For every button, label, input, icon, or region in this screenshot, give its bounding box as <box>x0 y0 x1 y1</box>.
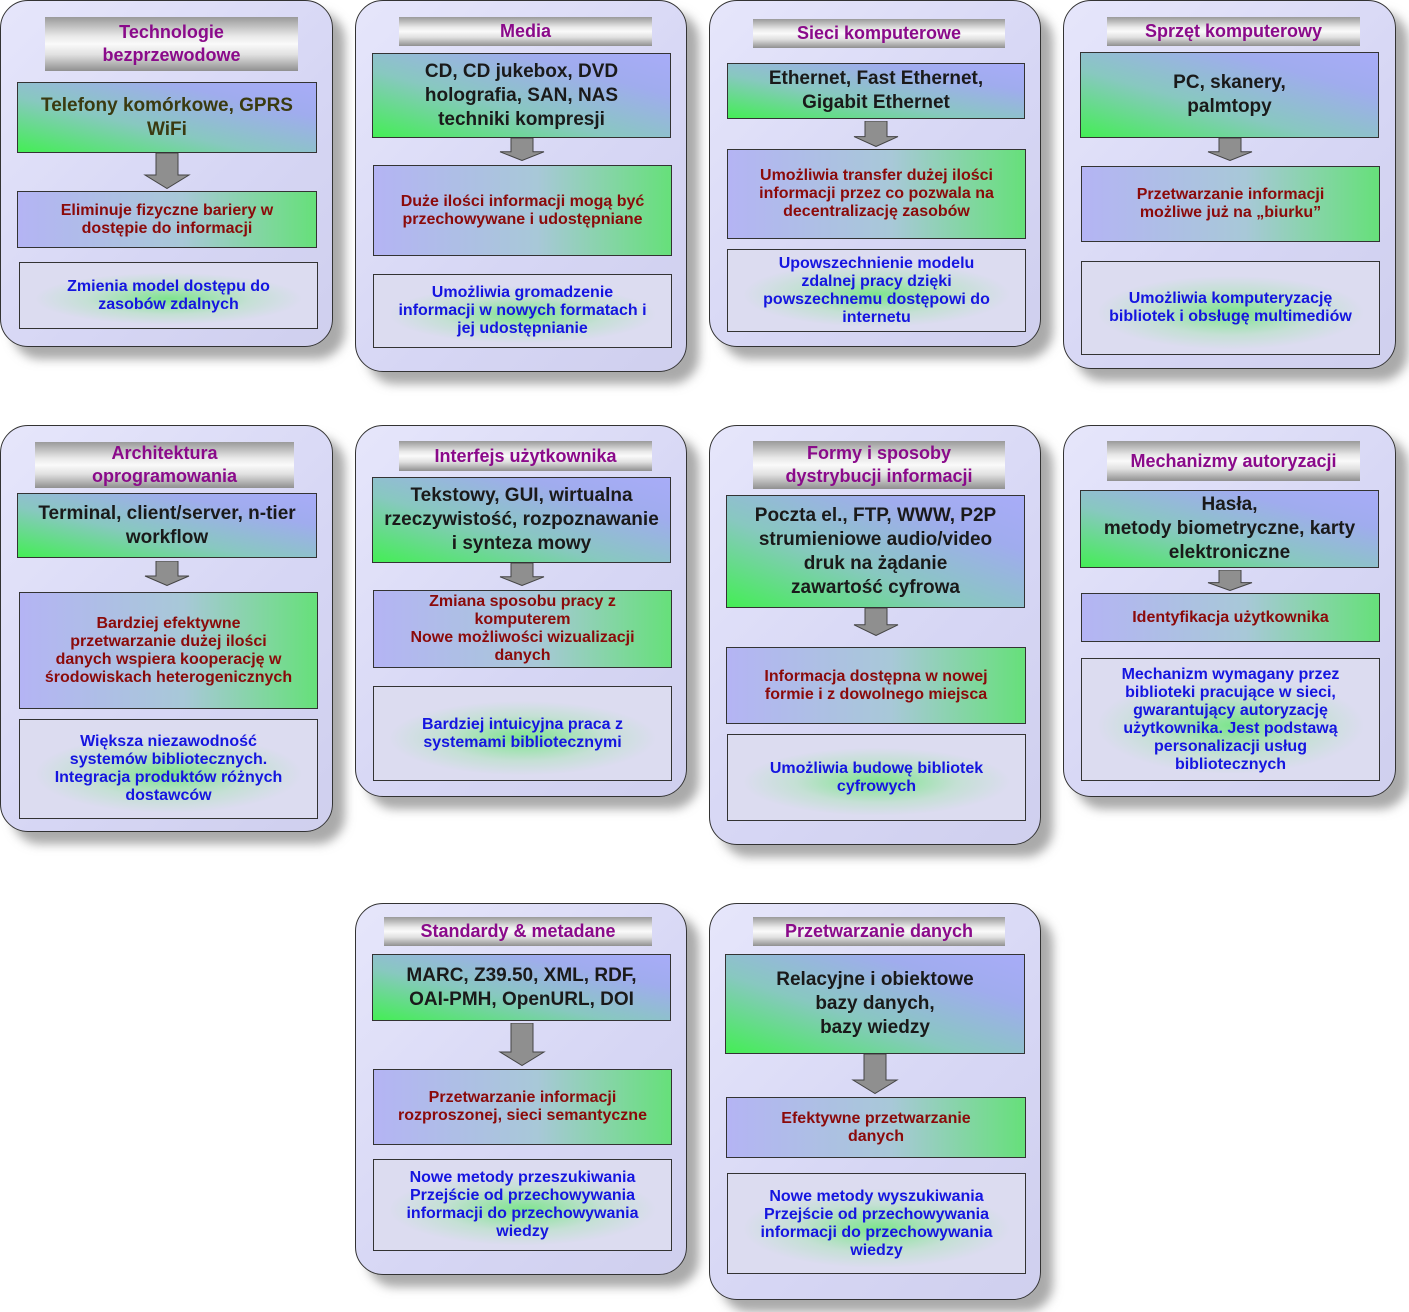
effect-box: Efektywne przetwarzanie danych <box>726 1097 1026 1158</box>
technology-box: Tekstowy, GUI, wirtualna rzeczywistość, … <box>372 477 671 563</box>
card-title: Formy i sposoby dystrybucji informacji <box>753 441 1005 489</box>
effect-box: Umożliwia transfer dużej ilości informac… <box>727 149 1026 239</box>
impact-box: Umożliwia komputeryzację bibliotek i obs… <box>1081 261 1380 355</box>
technology-box: Hasła, metody biometryczne, karty elektr… <box>1080 490 1379 568</box>
card-title: Architektura oprogramowania <box>35 442 294 488</box>
impact-box: Upowszechnienie modelu zdalnej pracy dzi… <box>727 249 1026 332</box>
card-title: Sieci komputerowe <box>753 19 1005 48</box>
card-title: Przetwarzanie danych <box>753 917 1005 946</box>
effect-box: Zmiana sposobu pracy z komputerem Nowe m… <box>373 590 672 668</box>
down-arrow-icon <box>497 1023 546 1066</box>
card-title: Standardy & metadane <box>384 917 652 946</box>
technology-box: Relacyjne i obiektowe bazy danych, bazy … <box>725 954 1025 1054</box>
down-arrow-icon <box>851 1054 899 1094</box>
impact-box: Większa niezawodność systemów bibliotecz… <box>19 719 318 819</box>
effect-box: Informacja dostępna w nowej formie i z d… <box>726 647 1026 724</box>
down-arrow-icon <box>143 153 191 189</box>
effect-box: Przetwarzanie informacji możliwe już na … <box>1081 166 1380 242</box>
impact-box: Mechanizm wymagany przez biblioteki prac… <box>1081 658 1380 781</box>
effect-box: Bardziej efektywne przetwarzanie dużej i… <box>19 592 318 709</box>
impact-box: Umożliwia budowę bibliotek cyfrowych <box>727 734 1026 821</box>
card-title: Mechanizmy autoryzacji <box>1107 441 1360 481</box>
card-title: Technologie bezprzewodowe <box>45 17 298 71</box>
impact-box: Zmienia model dostępu do zasobów zdalnyc… <box>19 262 318 329</box>
down-arrow-icon <box>499 563 544 586</box>
card-title: Sprzęt komputerowy <box>1107 17 1360 46</box>
effect-box: Eliminuje fizyczne bariery w dostępie do… <box>17 191 317 248</box>
effect-box: Przetwarzanie informacji rozproszonej, s… <box>373 1069 672 1145</box>
technology-box: Terminal, client/server, n-tier workflow <box>17 493 317 558</box>
down-arrow-icon <box>853 121 899 147</box>
technology-box: PC, skanery, palmtopy <box>1080 52 1379 138</box>
effect-box: Identyfikacja użytkownika <box>1081 593 1380 642</box>
impact-box: Bardziej intuicyjna praca z systemami bi… <box>373 686 672 781</box>
card-title: Media <box>399 17 652 46</box>
technology-box: MARC, Z39.50, XML, RDF, OAI-PMH, OpenURL… <box>372 954 671 1021</box>
impact-box: Nowe metody przeszukiwania Przejście od … <box>373 1159 672 1251</box>
down-arrow-icon <box>499 138 544 161</box>
impact-box: Nowe metody wyszukiwania Przejście od pr… <box>727 1173 1026 1274</box>
technology-box: Telefony komórkowe, GPRS WiFi <box>17 82 317 153</box>
down-arrow-icon <box>1207 570 1252 591</box>
down-arrow-icon <box>144 561 190 586</box>
technology-box: Poczta el., FTP, WWW, P2P strumieniowe a… <box>726 495 1025 608</box>
technology-box: CD, CD jukebox, DVD holografia, SAN, NAS… <box>372 53 671 138</box>
impact-box: Umożliwia gromadzenie informacji w nowyc… <box>373 274 672 348</box>
effect-box: Duże ilości informacji mogą być przechow… <box>373 165 672 256</box>
technology-box: Ethernet, Fast Ethernet, Gigabit Etherne… <box>727 63 1025 119</box>
down-arrow-icon <box>1207 138 1252 161</box>
down-arrow-icon <box>853 608 898 636</box>
card-title: Interfejs użytkownika <box>399 441 652 471</box>
